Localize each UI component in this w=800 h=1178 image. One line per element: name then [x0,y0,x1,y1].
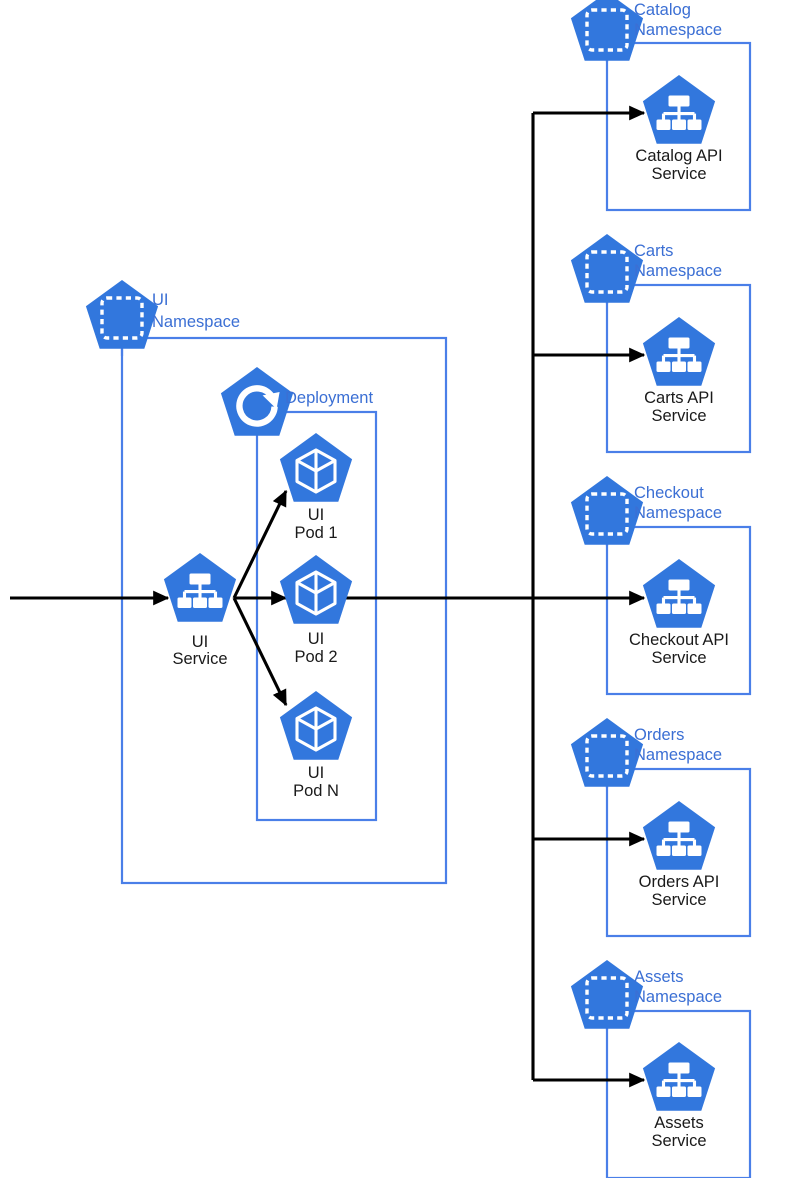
ui-pod-1-icon [279,433,353,502]
checkout-namespace-label-line1: Checkout [634,484,704,502]
catalog-api-service-label-line2: Service [651,165,706,183]
orders-namespace-icon [570,718,644,787]
orders-api-service-label-line1: Orders API [639,873,720,891]
orders-api-service-icon [642,801,716,870]
service-to-pod-1-arrow [232,489,288,599]
orders-api-service-label-line2: Service [651,891,706,909]
catalog-api-service-label-line1: Catalog API [635,147,722,165]
ui-pod-1-label-line1: UI [308,506,325,524]
ui-service-label-line1: UI [192,633,209,651]
checkout-namespace-icon [570,476,644,545]
carts-api-service-icon [642,317,716,386]
ui-namespace-box [120,336,448,885]
ui-namespace-label-line1: UI [152,291,169,309]
orders-namespace-box [605,767,752,938]
orders-namespace-label-line1: Orders [634,726,684,744]
ui-service-label-line2: Service [172,650,227,668]
assets-namespace-icon [570,960,644,1029]
carts-namespace-label-line1: Carts [634,242,673,260]
checkout-api-service-icon [642,559,716,628]
carts-namespace-icon [570,234,644,303]
ui-pod-1-label-line2: Pod 1 [294,524,337,542]
catalog-namespace-label-line1: Catalog [634,1,691,19]
assets-service-label-line2: Service [651,1132,706,1150]
ui-pod-n-label-line2: Pod N [293,782,339,800]
service-to-pod-n-arrow [232,597,288,707]
checkout-api-service-label-line2: Service [651,649,706,667]
carts-namespace-label-line2: Namespace [634,262,722,280]
ui-pod-n-icon [279,691,353,760]
assets-namespace-box [605,1009,752,1178]
checkout-namespace-box [605,525,752,696]
ui-service-icon [163,553,237,622]
ui-pod-n-label-line1: UI [308,764,325,782]
catalog-namespace-label-line2: Namespace [634,21,722,39]
ui-namespace-label-line2: Namespace [152,313,240,331]
assets-service-icon [642,1042,716,1111]
catalog-namespace-icon [570,0,644,61]
ui-namespace-icon [85,280,159,349]
checkout-namespace-label-line2: Namespace [634,504,722,522]
ui-pod-2-label-line2: Pod 2 [294,648,337,666]
catalog-namespace-box [605,41,752,212]
orders-namespace-label-line2: Namespace [634,746,722,764]
ui-pod-2-icon [279,555,353,624]
deployment-icon [220,367,294,436]
assets-namespace-label-line1: Assets [634,968,684,986]
checkout-api-service-label-line1: Checkout API [629,631,729,649]
carts-api-service-label-line2: Service [651,407,706,425]
catalog-api-service-icon [642,75,716,144]
carts-api-service-label-line1: Carts API [644,389,714,407]
assets-service-label-line1: Assets [654,1114,704,1132]
assets-namespace-label-line2: Namespace [634,988,722,1006]
deployment-box [255,410,378,822]
ui-pod-2-label-line1: UI [308,630,325,648]
deployment-label: Deployment [285,389,373,407]
carts-namespace-box [605,283,752,454]
